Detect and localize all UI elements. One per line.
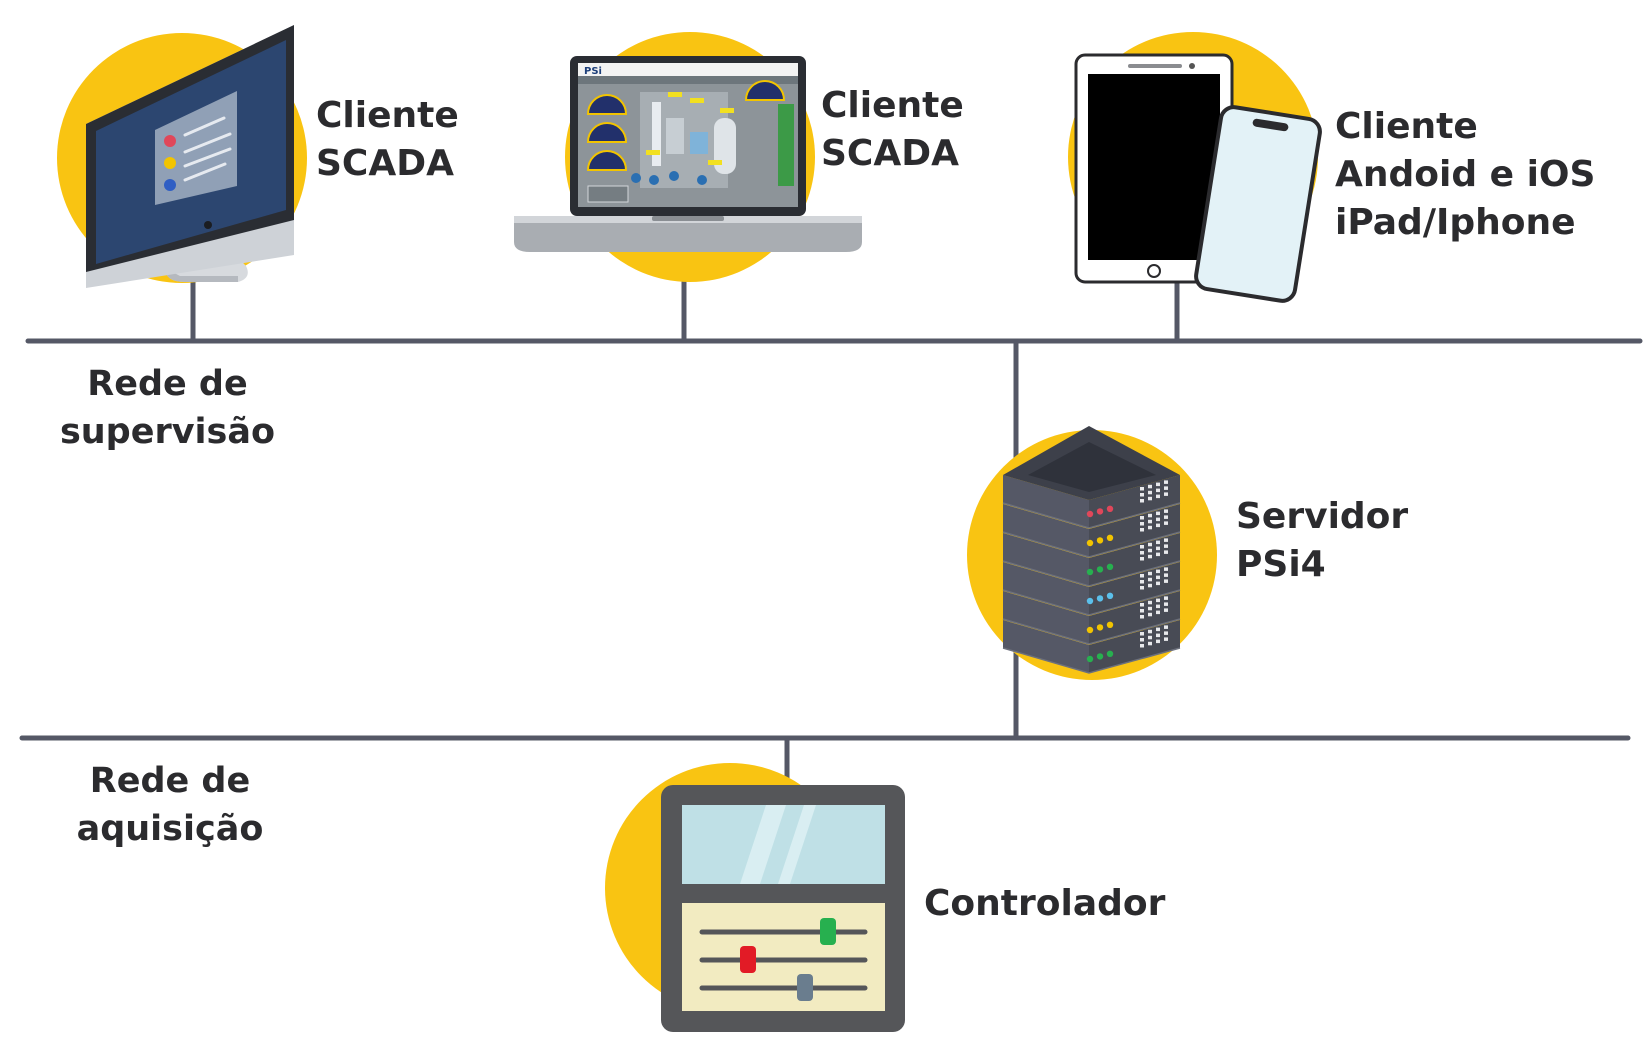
supervision-network-label: Rede de supervisão [40, 360, 295, 456]
laptop-label-line1: Cliente [821, 85, 964, 126]
desktop-label-line2: SCADA [316, 143, 454, 184]
server-unit [1002, 562, 1181, 616]
laptop-icon: PSi [514, 32, 862, 282]
mobile-label-line2: Andoid e iOS [1335, 154, 1596, 195]
server-unit [1002, 504, 1181, 558]
server-unit [1002, 620, 1181, 674]
mobile-label-line3: iPad/Iphone [1335, 202, 1576, 243]
mobile-label-line1: Cliente [1335, 106, 1478, 147]
desktop-label: Cliente SCADA [316, 92, 459, 188]
server-rack-icon [967, 426, 1217, 680]
laptop-screen-logo: PSi [584, 66, 602, 77]
laptop-label-line2: SCADA [821, 133, 959, 174]
server-unit [1002, 591, 1181, 645]
desktop-monitor-icon [57, 25, 307, 288]
server-unit [1002, 533, 1181, 587]
mobile-label: Cliente Andoid e iOS iPad/Iphone [1335, 103, 1595, 247]
acquisition-label-line2: aquisição [76, 809, 264, 849]
server-label: Servidor PSi4 [1236, 493, 1408, 589]
controller-label: Controlador [924, 880, 1165, 928]
tablet-phone-icon [1068, 32, 1322, 303]
controller-icon [605, 763, 905, 1032]
desktop-label-line1: Cliente [316, 95, 459, 136]
laptop-label: Cliente SCADA [821, 82, 964, 178]
supervision-label-line1: Rede de [87, 364, 248, 404]
acquisition-network-label: Rede de aquisição [50, 757, 290, 853]
server-unit [1002, 475, 1181, 529]
server-label-line1: Servidor [1236, 496, 1409, 537]
server-label-line2: PSi4 [1236, 544, 1326, 585]
supervision-label-line2: supervisão [59, 412, 276, 452]
controller-label-line1: Controlador [924, 883, 1166, 924]
acquisition-label-line1: Rede de [89, 761, 251, 801]
